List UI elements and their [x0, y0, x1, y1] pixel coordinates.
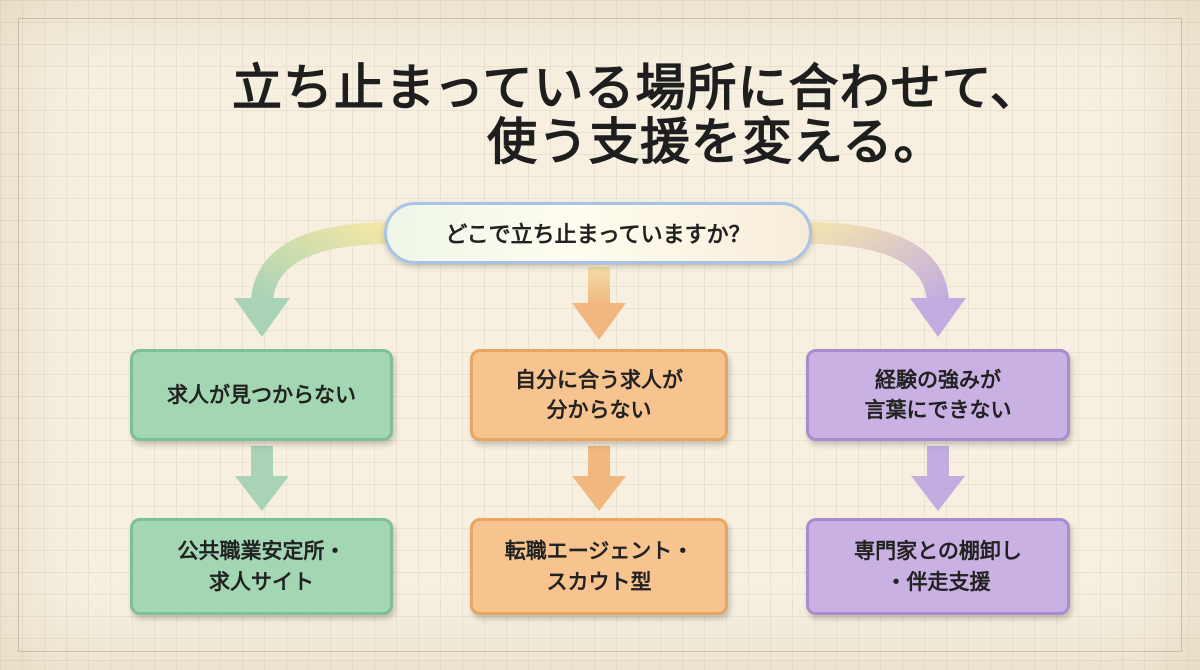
solution-text-3: 専門家との棚卸し ・伴走支援 — [854, 539, 1022, 594]
problem-text-3: 経験の強みが 言葉にできない — [864, 367, 1012, 422]
solution-text-2: 転職エージェント・ スカウト型 — [504, 539, 694, 594]
title-line-1: 立ち止まっている場所に合わせて、 — [232, 59, 1041, 117]
problem-box-3: 経験の強みが 言葉にできない — [806, 349, 1070, 441]
arrow-problem-3-to-solution-3 — [911, 446, 965, 511]
problem-box-1: 求人が見つからない — [130, 349, 393, 441]
problem-text-1: 求人が見つからない — [167, 382, 356, 407]
problem-text-2: 自分に合う求人が 分からない — [515, 367, 683, 422]
problem-box-2: 自分に合う求人が 分からない — [470, 349, 728, 441]
page-frame — [18, 18, 1182, 652]
title-line-2: 使う支援を変える。 — [487, 113, 945, 171]
arrow-question-to-problem-1 — [234, 222, 393, 337]
solution-box-2: 転職エージェント・ スカウト型 — [470, 518, 728, 615]
question-pill: どこで立ち止まっていますか？ — [384, 202, 812, 264]
solution-text-1: 公共職業安定所・ 求人サイト — [177, 539, 346, 594]
page-title: 立ち止まっている場所に合わせて、 使う支援を変える。 — [0, 0, 1200, 180]
arrow-problem-2-to-solution-2 — [572, 446, 626, 511]
arrow-problem-1-to-solution-1 — [235, 446, 289, 511]
arrow-question-to-problem-3 — [805, 222, 966, 337]
arrow-question-to-problem-2 — [572, 267, 626, 340]
solution-box-3: 専門家との棚卸し ・伴走支援 — [806, 518, 1070, 615]
solution-box-1: 公共職業安定所・ 求人サイト — [130, 518, 393, 615]
question-text: どこで立ち止まっていますか？ — [445, 223, 751, 248]
